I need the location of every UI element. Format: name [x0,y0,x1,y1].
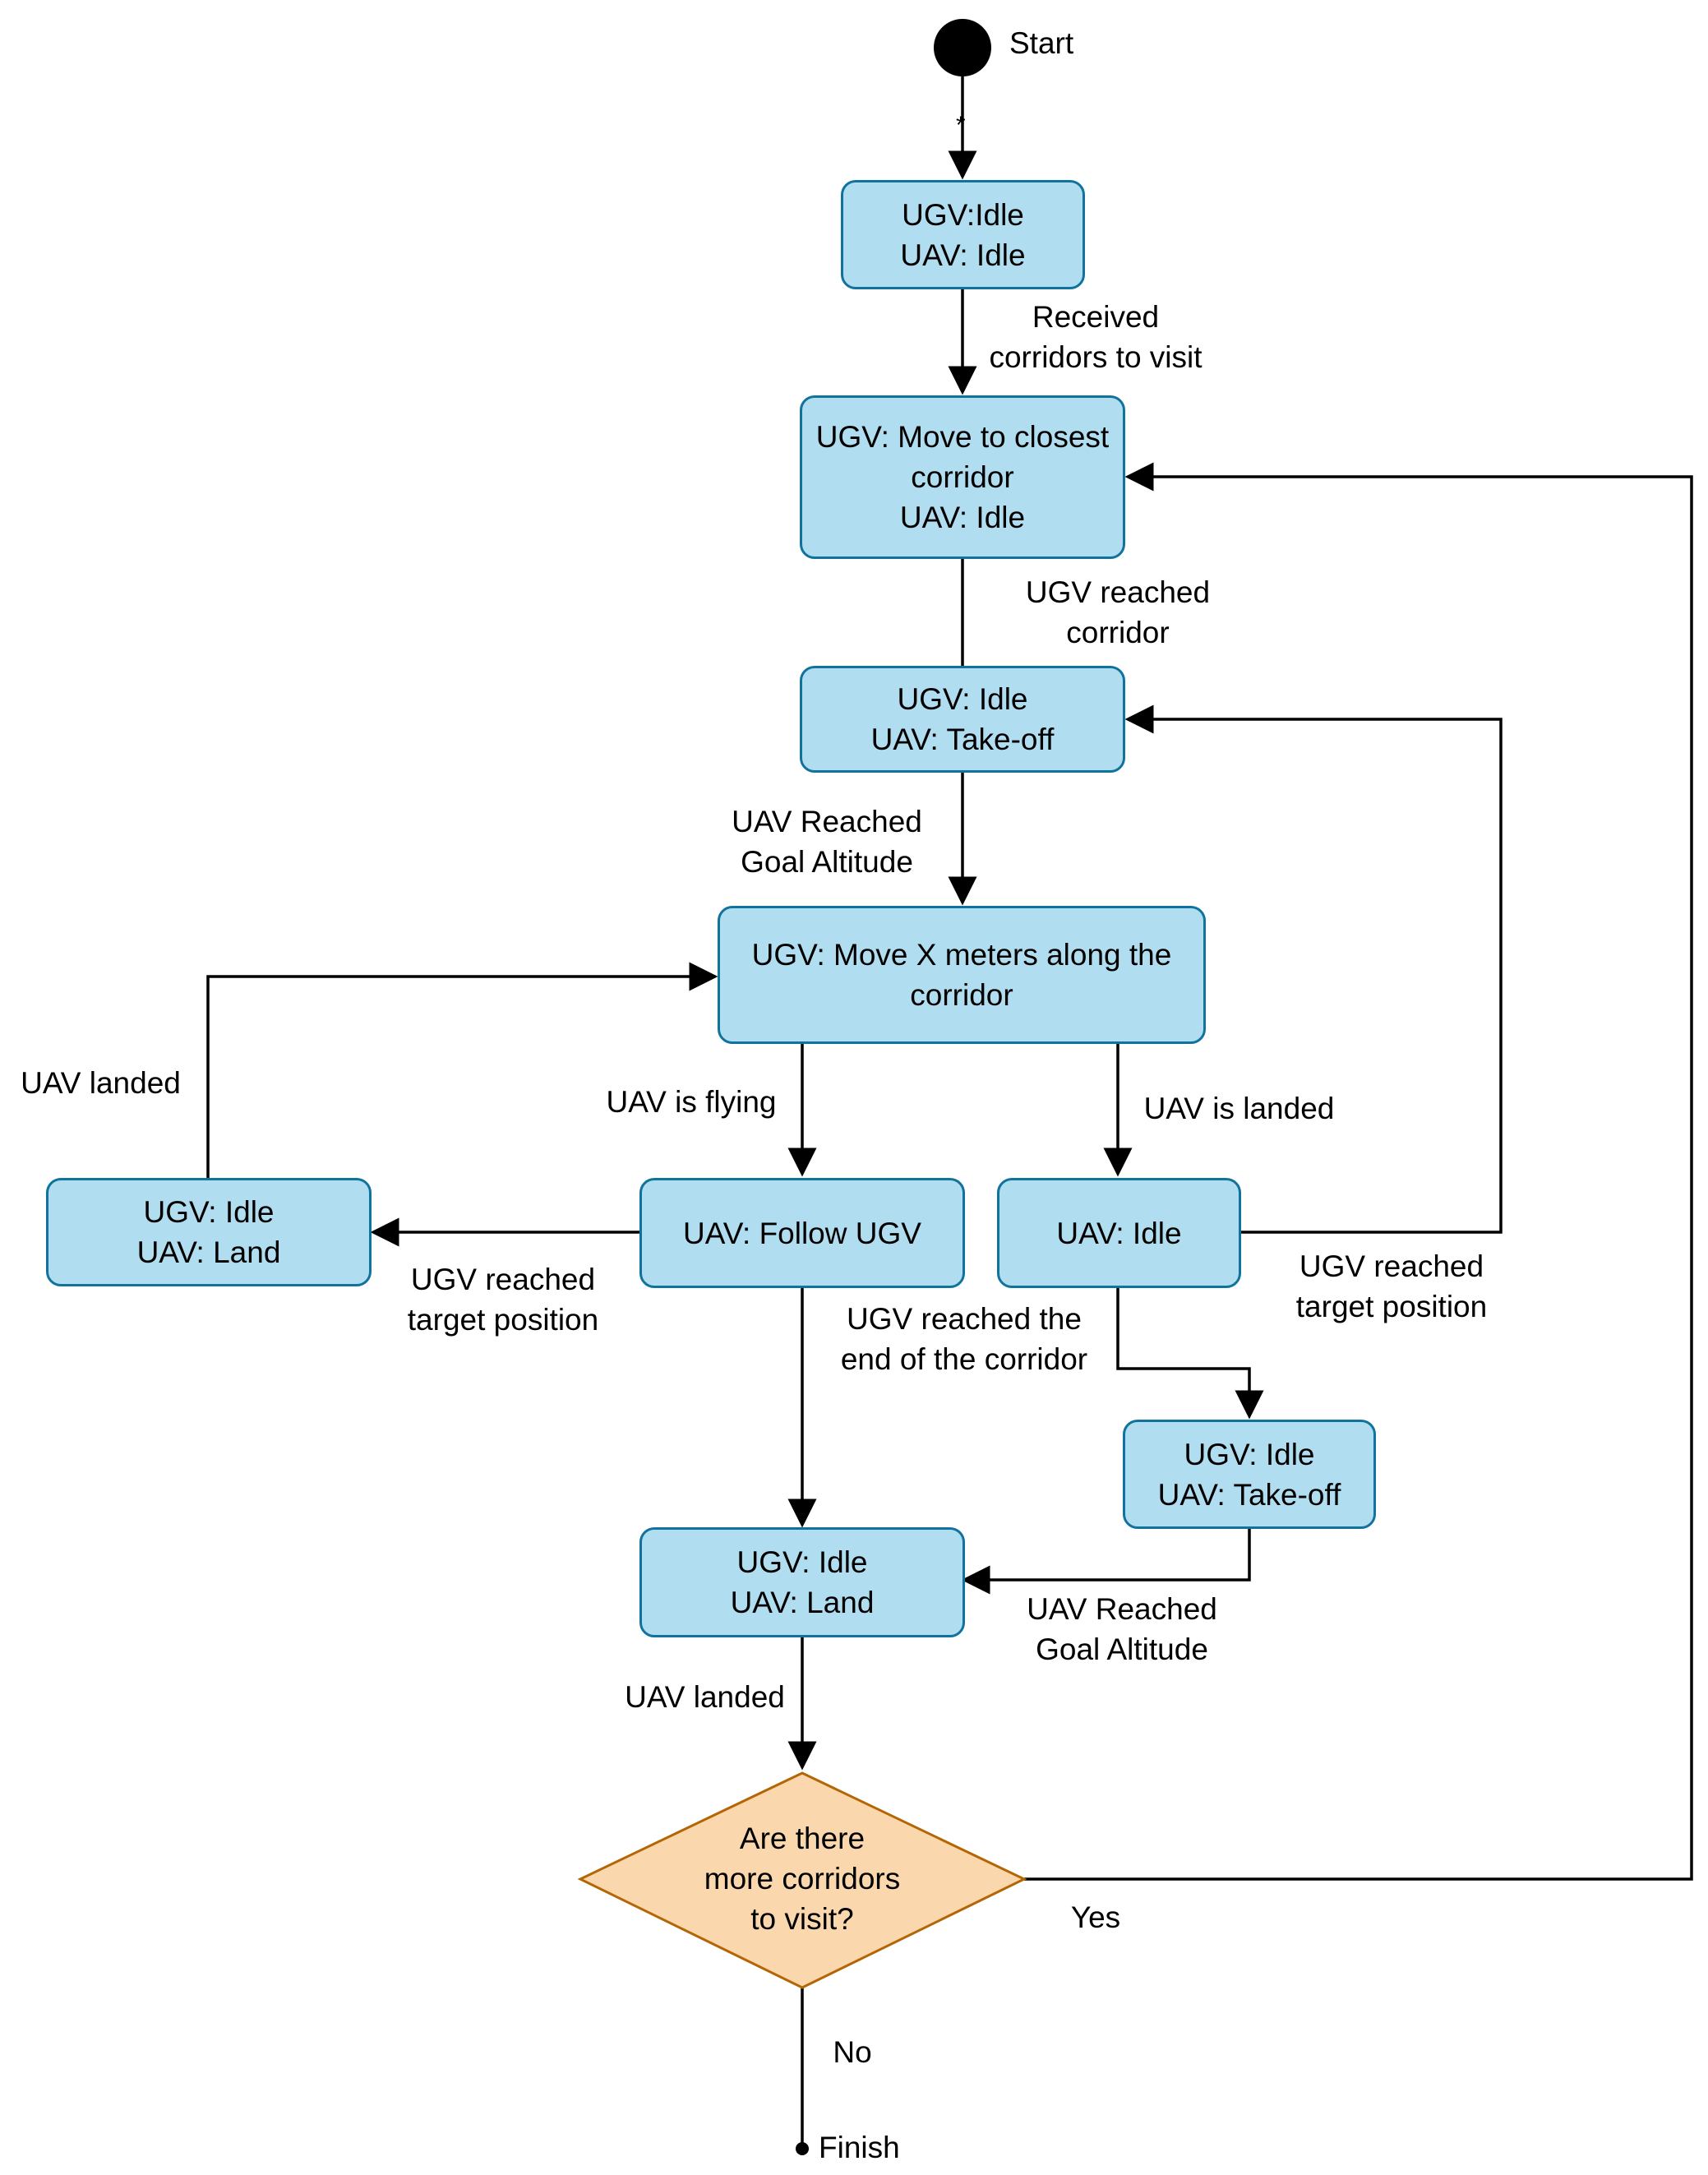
start-label: Start [1009,26,1074,60]
edge-takeoff-lower-to-land-bottom [961,1529,1251,1595]
edge-uav-idle-to-takeoff [1124,704,1503,1234]
decision-diamond [577,1771,1027,1989]
start-node [934,19,991,76]
edge-land-left-to-move-x [206,962,718,1178]
label-uav-is-landed: UAV is landed [1143,1092,1335,1125]
label-uav-is-flying: UAV is flying [606,1085,777,1119]
label-no: No [833,2035,872,2069]
label-uav-landed-bottom: UAV landed [625,1680,785,1714]
label-yes: Yes [1070,1900,1121,1934]
finish-dot [796,2142,809,2155]
state-uav-follow-ugv: UAV: Follow UGV [639,1178,965,1288]
label-uav-landed-left: UAV landed [21,1066,181,1100]
edge-decision-yes [1024,462,1693,1881]
finish-label: Finish [819,2131,900,2164]
start-edge-marker: * [956,112,966,139]
edge-uav-idle-to-takeoff-lower [1116,1288,1264,1420]
state-uav-idle: UAV: Idle [997,1178,1241,1288]
